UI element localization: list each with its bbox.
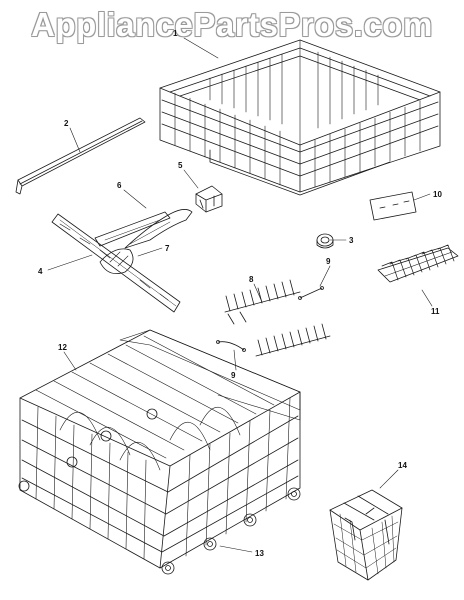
callout-9-right: 9 (326, 257, 331, 266)
tine-pin-right (298, 286, 324, 300)
spray-arm (51, 209, 193, 313)
callout-10: 10 (433, 190, 442, 199)
rack-rail (15, 117, 146, 195)
callout-14: 14 (398, 461, 407, 470)
tine-section-lower (255, 323, 331, 357)
callout-5: 5 (178, 161, 183, 170)
rack-plate (369, 191, 417, 221)
lower-rack (18, 329, 301, 575)
tine-section-upper (224, 279, 301, 325)
callout-9-left: 9 (231, 371, 236, 380)
roller-wheel (316, 233, 334, 249)
callout-12: 12 (58, 343, 67, 352)
callout-labels: 1 2 3 4 5 6 7 8 9 9 10 11 12 13 14 (38, 29, 442, 558)
callout-7: 7 (165, 244, 170, 253)
leader-lines (47, 37, 433, 553)
callout-6: 6 (117, 181, 122, 190)
callout-8: 8 (249, 275, 254, 284)
callout-13: 13 (255, 549, 264, 558)
callout-11: 11 (431, 307, 440, 316)
tine-pin-left (216, 340, 246, 352)
site-watermark: AppliancePartsPros.com (31, 6, 433, 43)
callout-1: 1 (173, 29, 178, 38)
upper-rack (159, 39, 441, 196)
callout-3: 3 (349, 236, 354, 245)
silverware-basket (329, 489, 403, 581)
callout-2: 2 (64, 119, 69, 128)
rack-clip (195, 185, 223, 213)
callout-4: 4 (38, 267, 43, 276)
tine-row (377, 244, 459, 283)
